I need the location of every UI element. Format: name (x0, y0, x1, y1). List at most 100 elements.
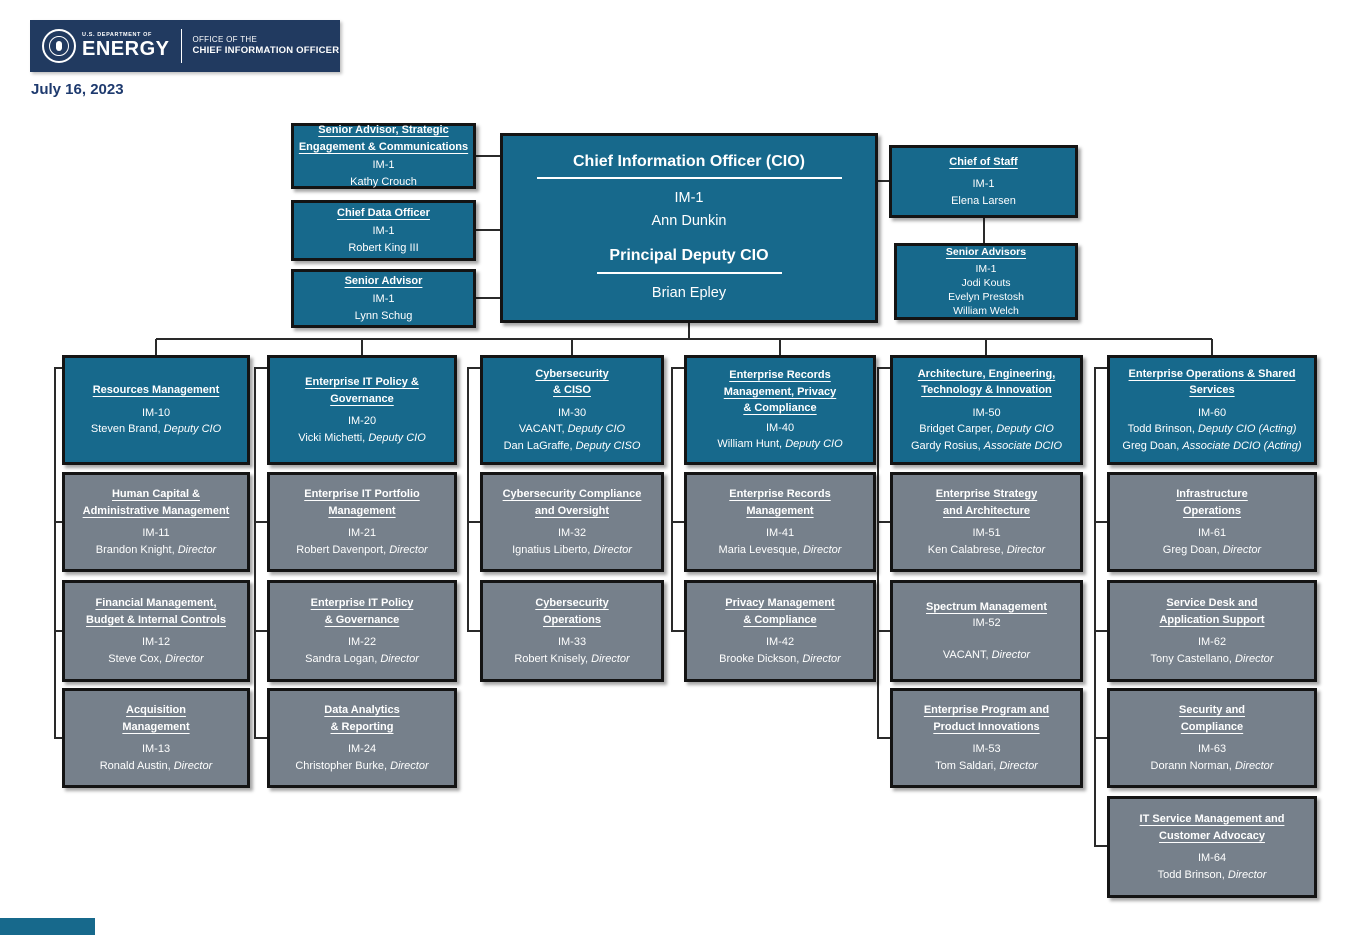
box-title: Security and Compliance (1178, 704, 1246, 733)
box-im-62: Service Desk and Application Support IM-… (1107, 580, 1317, 682)
title-underline (596, 272, 782, 275)
box-code: IM-10 (141, 406, 171, 419)
person: VACANT, Deputy CIO (518, 423, 626, 436)
person: Ann Dunkin (651, 212, 727, 229)
person: Tony Castellano, Director (1150, 652, 1274, 665)
box-code: IM-13 (141, 743, 171, 755)
box-code: IM-50 (972, 406, 1001, 419)
box-title: Acquisition Management (122, 704, 190, 733)
box-im-50: Architecture, Engineering, Technology & … (890, 355, 1083, 465)
box-im-12: Financial Management, Budget & Internal … (62, 580, 250, 682)
box-code: IM-52 (972, 617, 1001, 630)
box-im-51: Enterprise Strategy and Architecture IM-… (890, 472, 1083, 572)
doe-seal-inner-ring (49, 36, 69, 56)
box-code: IM-24 (347, 743, 377, 755)
person: Robert Knisely, Director (514, 652, 630, 665)
box-title: Senior Advisor (344, 274, 423, 287)
person: Sandra Logan, Director (305, 652, 419, 665)
box-title: Data Analytics & Reporting (324, 704, 400, 733)
box-code: IM-1 (975, 262, 997, 275)
person: Jodi Kouts (961, 276, 1011, 289)
title-underline (536, 177, 842, 180)
person: Brian Epley (651, 285, 727, 302)
box-senior-advisor: Senior Advisor IM-1 Lynn Schug (291, 269, 476, 328)
box-title: IT Service Management and Customer Advoc… (1139, 813, 1285, 842)
box-chief-of-staff: Chief of Staff IM-1 Elena Larsen (889, 145, 1078, 218)
office-title-line2: CHIEF INFORMATION OFFICER (192, 45, 340, 57)
box-code: IM-12 (141, 636, 171, 648)
person: Tom Saldari, Director (935, 759, 1038, 772)
person: Robert Davenport, Director (296, 543, 428, 556)
box-title: Cybersecurity Compliance and Oversight (502, 488, 642, 517)
box-im-10: Resources Management IM-10 Steven Brand,… (62, 355, 250, 465)
box-im-53: Enterprise Program and Product Innovatio… (890, 688, 1083, 788)
doe-seal-emblem (56, 41, 62, 51)
person: Dan LaGraffe, Deputy CISO (503, 439, 641, 452)
box-title: Cybersecurity & CISO (535, 367, 609, 397)
box-im-13: Acquisition Management IM-13 Ronald Aust… (62, 688, 250, 788)
person: Steve Cox, Director (108, 652, 204, 665)
box-title: Resources Management (92, 384, 220, 397)
box-im-61: Infrastructure Operations IM-61 Greg Doa… (1107, 472, 1317, 572)
box-title: Spectrum Management (925, 600, 1048, 613)
box-im-40: Enterprise Records Management, Privacy &… (684, 355, 876, 465)
box-senior-advisor-strategic: Senior Advisor, Strategic Engagement & C… (291, 123, 476, 189)
person: Dorann Norman, Director (1150, 759, 1274, 772)
person: Greg Doan, Associate DCIO (Acting) (1122, 439, 1302, 452)
box-title: Enterprise IT Policy & Governance (305, 376, 419, 405)
box-title: Principal Deputy CIO (609, 247, 769, 265)
box-code: IM-21 (347, 527, 377, 539)
box-im-20: Enterprise IT Policy & Governance IM-20 … (267, 355, 457, 465)
doe-energy-label: ENERGY (82, 38, 170, 61)
person: William Welch (953, 305, 1019, 318)
person: Elena Larsen (951, 194, 1016, 207)
box-code: IM-63 (1197, 743, 1227, 755)
box-im-52: Spectrum Management IM-52 VACANT, Direct… (890, 580, 1083, 682)
box-code: IM-1 (674, 190, 704, 207)
person: VACANT, Director (942, 648, 1031, 661)
footer-accent-bar (0, 918, 95, 935)
box-senior-advisors: Senior Advisors IM-1 Jodi Kouts Evelyn P… (894, 243, 1078, 320)
person: Brandon Knight, Director (95, 543, 217, 556)
box-title: Enterprise IT Portfolio Management (304, 488, 420, 517)
box-title: Chief Data Officer (337, 206, 430, 219)
box-im-32: Cybersecurity Compliance and Oversight I… (480, 472, 664, 572)
person: Ken Calabrese, Director (927, 543, 1046, 556)
person: Evelyn Prestosh (948, 290, 1024, 303)
box-im-64: IT Service Management and Customer Advoc… (1107, 796, 1317, 898)
doe-logo-text: U.S. DEPARTMENT OF ENERGY (82, 31, 170, 61)
person: Ronald Austin, Director (99, 759, 213, 772)
box-im-41: Enterprise Records Management IM-41 Mari… (684, 472, 876, 572)
box-title: Chief Information Officer (CIO) (573, 152, 805, 170)
box-im-33: Cybersecurity Operations IM-33 Robert Kn… (480, 580, 664, 682)
box-title: Enterprise Operations & Shared Services (1128, 367, 1296, 397)
chart-date: July 16, 2023 (31, 81, 124, 98)
box-title: Architecture, Engineering, Technology & … (917, 367, 1056, 397)
person: Ignatius Liberto, Director (512, 543, 632, 556)
person: Vicki Michetti, Deputy CIO (298, 431, 426, 444)
box-code: IM-1 (372, 293, 395, 306)
box-code: IM-51 (972, 527, 1001, 539)
box-code: IM-40 (765, 421, 795, 434)
box-code: IM-1 (372, 225, 395, 238)
box-code: IM-60 (1197, 406, 1227, 419)
box-im-42: Privacy Management & Compliance IM-42 Br… (684, 580, 876, 682)
box-code: IM-22 (347, 636, 377, 648)
person: Greg Doan, Director (1162, 543, 1262, 556)
box-title: Privacy Management & Compliance (725, 597, 835, 626)
person: William Hunt, Deputy CIO (717, 438, 843, 451)
box-im-63: Security and Compliance IM-63 Dorann Nor… (1107, 688, 1317, 788)
box-cio-im-1: Chief Information Officer (CIO) IM-1 Ann… (500, 133, 878, 323)
box-code: IM-1 (372, 159, 395, 171)
box-title: Senior Advisors (945, 245, 1027, 258)
doe-dept-small-label: U.S. DEPARTMENT OF (82, 31, 152, 38)
office-title: OFFICE OF THE CHIEF INFORMATION OFFICER (192, 35, 339, 58)
box-code: IM-32 (557, 527, 587, 539)
box-title: Enterprise Strategy and Architecture (935, 488, 1038, 517)
office-title-line1: OFFICE OF THE (192, 34, 258, 44)
box-im-22: Enterprise IT Policy & Governance IM-22 … (267, 580, 457, 682)
person: Kathy Crouch (350, 175, 417, 188)
box-title: Human Capital & Administrative Managemen… (82, 488, 230, 517)
box-title: Enterprise Program and Product Innovatio… (923, 704, 1050, 733)
